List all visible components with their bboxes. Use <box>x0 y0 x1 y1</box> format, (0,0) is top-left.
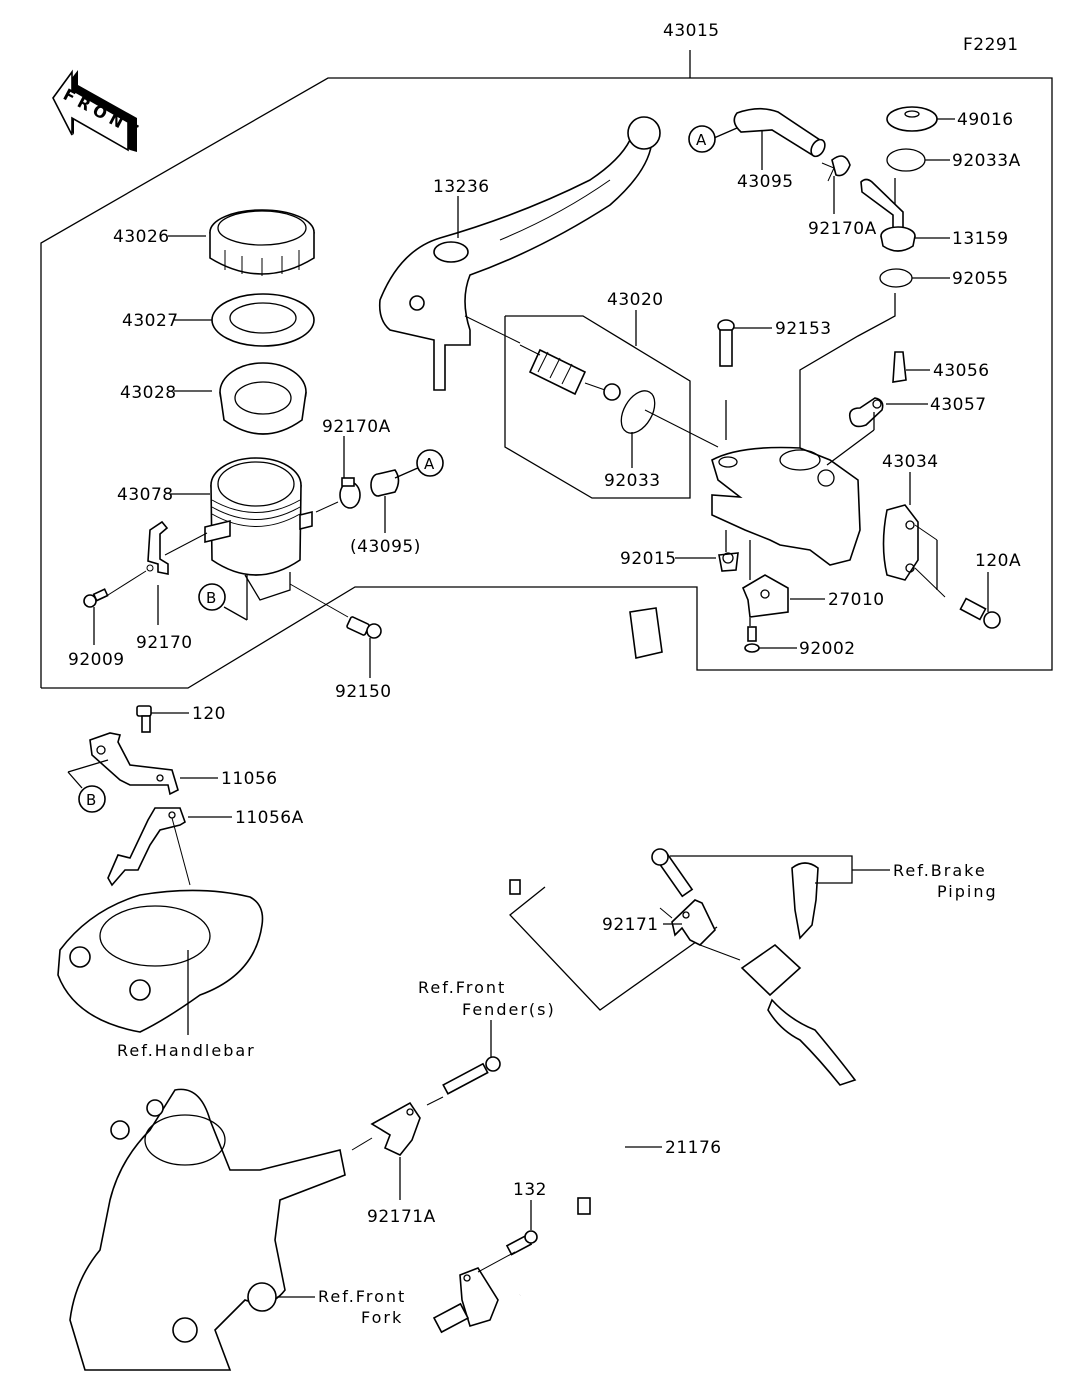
hose-clamp-right <box>821 155 851 182</box>
circlip-92033 <box>620 390 656 434</box>
bleeder-valve <box>892 351 907 383</box>
reservoir-tank <box>204 457 313 601</box>
rubber-cap-49016 <box>886 106 938 132</box>
part-label-43015: 43015 <box>663 21 720 41</box>
o-ring-92055 <box>879 268 913 288</box>
part-label-21176: 21176 <box>665 1138 722 1158</box>
brake-pipe-bolt <box>651 848 694 898</box>
bolt-132 <box>505 1230 538 1256</box>
part-label-92171: 92171 <box>602 915 659 935</box>
bracket-11056a <box>107 807 186 887</box>
part-label-43020: 43020 <box>607 290 664 310</box>
bolt-120 <box>136 705 152 733</box>
fender-bolt <box>442 1056 501 1095</box>
reservoir-bracket <box>146 520 169 575</box>
part-label-92153: 92153 <box>775 319 832 339</box>
part-label-11056a: 11056A <box>235 808 304 828</box>
part-label-11056: 11056 <box>221 769 278 789</box>
front-arrow-icon: FRONT <box>52 69 145 152</box>
part-label-92170: 92170 <box>136 633 193 653</box>
ref-brake-piping-line1: Ref.Brake <box>893 861 987 880</box>
part-label-132: 132 <box>513 1180 547 1200</box>
part-label-92170a-right: 92170A <box>808 219 877 239</box>
handlebar-switch-housing <box>57 889 264 1033</box>
callout-b-top: B <box>206 589 217 607</box>
part-label-92015: 92015 <box>620 549 677 569</box>
ref-brake-piping-line2: Piping <box>937 882 998 901</box>
part-label-43056: 43056 <box>933 361 990 381</box>
part-label-27010: 27010 <box>828 590 885 610</box>
hose-clamp-left <box>339 477 361 509</box>
part-label-92033: 92033 <box>604 471 661 491</box>
part-label-43034: 43034 <box>882 452 939 472</box>
pivot-bolt <box>717 319 735 367</box>
ref-front-fork-line1: Ref.Front <box>318 1287 406 1306</box>
piston-assembly <box>519 344 621 401</box>
part-label-92055: 92055 <box>952 269 1009 289</box>
diaphragm-plate <box>211 293 315 347</box>
clamp-92171a <box>370 1101 421 1156</box>
part-label-92033a: 92033A <box>952 151 1021 171</box>
part-label-43078: 43078 <box>117 485 174 505</box>
ref-handlebar: Ref.Handlebar <box>117 1041 256 1060</box>
bracket-11056 <box>89 732 179 796</box>
part-label-43026: 43026 <box>113 227 170 247</box>
bleeder-cap <box>848 397 884 428</box>
abs-sensor <box>432 1267 499 1334</box>
diaphragm <box>219 362 307 435</box>
callout-marker-b-top <box>198 583 226 611</box>
circlip-92033a <box>886 148 926 172</box>
nut-92015 <box>718 552 739 572</box>
brake-pipe <box>740 862 857 1086</box>
bolt-120a <box>959 597 1001 629</box>
part-label-43057: 43057 <box>930 395 987 415</box>
callout-a-right: A <box>696 131 707 149</box>
callout-a-left: A <box>424 455 435 473</box>
front-fork <box>69 1088 346 1371</box>
fitting-13159 <box>860 178 916 252</box>
part-label-92150: 92150 <box>335 682 392 702</box>
part-label-49016: 49016 <box>957 110 1014 130</box>
callout-marker-a-right <box>688 125 716 153</box>
master-cylinder-body <box>711 446 861 566</box>
callout-b-bottom: B <box>86 791 97 809</box>
assembly-outline: 43015 <box>40 21 1053 689</box>
part-label-92171a: 92171A <box>367 1207 436 1227</box>
part-label-120: 120 <box>192 704 226 724</box>
part-label-13159: 13159 <box>952 229 1009 249</box>
screw-92150 <box>346 616 382 639</box>
brake-switch <box>741 574 789 618</box>
ref-front-fender-line2: Fender(s) <box>462 1000 556 1019</box>
part-label-92002: 92002 <box>799 639 856 659</box>
callout-marker-a-left <box>416 449 444 477</box>
part-label-43027: 43027 <box>122 311 179 331</box>
callout-marker-b-bottom <box>78 785 106 813</box>
part-label-92170a-left: 92170A <box>322 417 391 437</box>
screw-92009 <box>83 588 109 608</box>
brake-lever <box>378 116 661 391</box>
handlebar-clamp <box>882 504 919 581</box>
clamp-92171 <box>671 899 716 946</box>
screw-92002 <box>744 626 760 653</box>
part-label-43095-ref: (43095) <box>350 537 421 557</box>
piston-kit-outline <box>504 315 691 499</box>
hose-stub <box>370 469 400 497</box>
part-label-43095: 43095 <box>737 172 794 192</box>
part-label-120a: 120A <box>975 551 1021 571</box>
part-label-13236: 13236 <box>433 177 490 197</box>
ref-front-fender-line1: Ref.Front <box>418 978 506 997</box>
reservoir-cap <box>209 209 315 276</box>
reservoir-hose <box>733 107 826 158</box>
ref-front-fork-line2: Fork <box>361 1308 403 1327</box>
abs-sensor-wire <box>497 607 663 1297</box>
part-label-43028: 43028 <box>120 383 177 403</box>
figure-id: F2291 <box>963 35 1019 55</box>
part-label-92009: 92009 <box>68 650 125 670</box>
